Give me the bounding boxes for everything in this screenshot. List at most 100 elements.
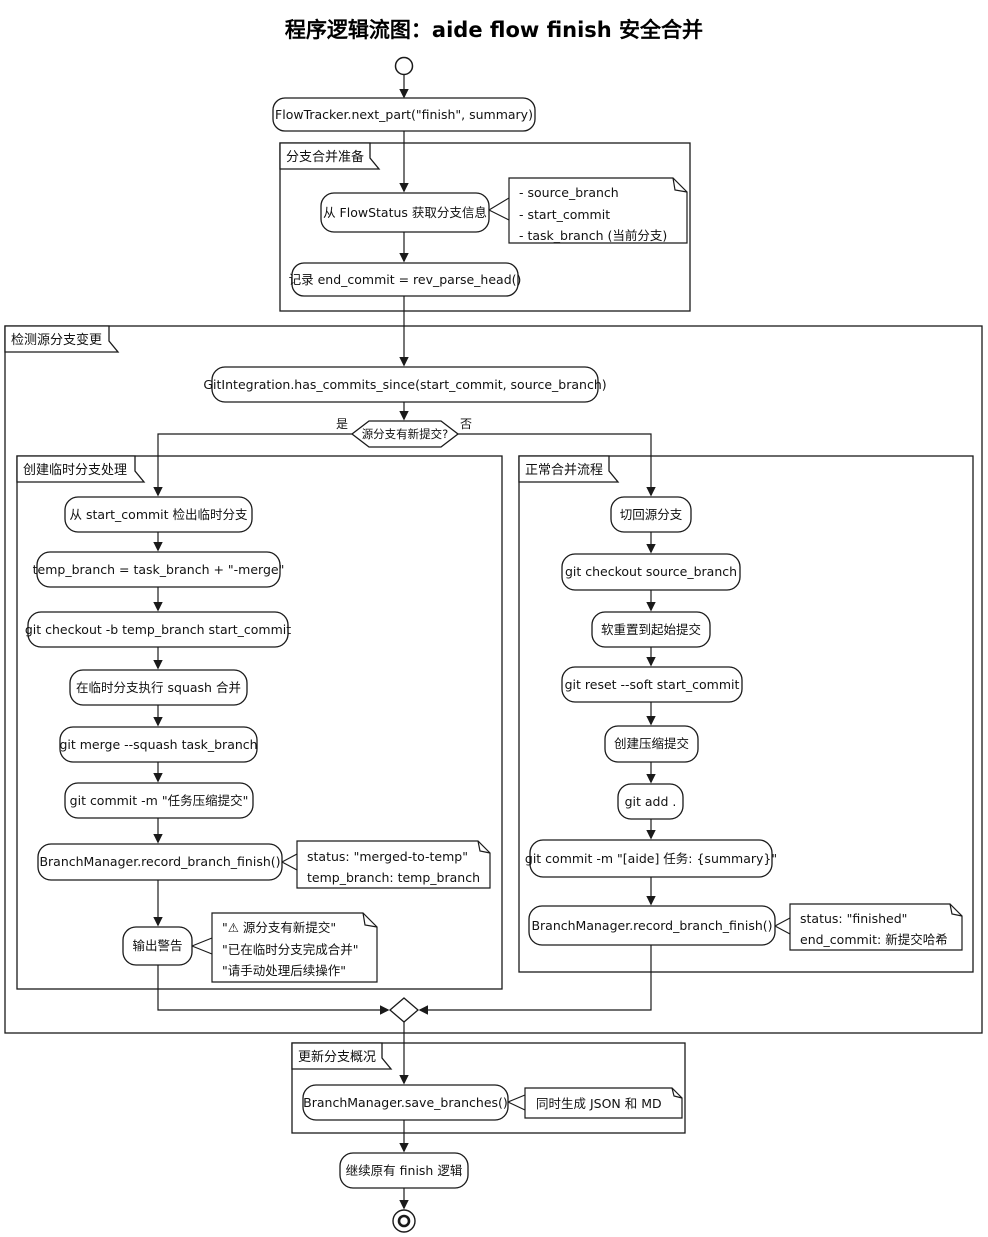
activity-shape-normal-1 [610, 496, 692, 533]
activity-shape-normal-3 [591, 611, 711, 648]
activity-temp-git-commit: git commit -m "任务压缩提交" [69, 792, 249, 808]
activity-shape-normal-8 [528, 905, 776, 946]
guard-yes: 是 [336, 417, 349, 431]
activity-getinfo: 从 FlowStatus 获取分支信息 [323, 204, 487, 220]
activity-normal-soft-reset: 软重置到起始提交 [600, 621, 701, 637]
activity-temp-checkout: 从 start_commit 检出临时分支 [69, 506, 248, 522]
note-save: 同时生成 JSON 和 MD [536, 1093, 676, 1114]
activity-normal-git-commit: git commit -m "[aide] 任务: {summary}" [524, 850, 778, 866]
note-finished-line: end_commit: 新提交哈希 [800, 932, 948, 947]
partition-detect-tab [4, 325, 120, 353]
note-fold-info [672, 177, 688, 193]
note-info-line: - start_commit [519, 206, 611, 222]
activity-shape-save [302, 1084, 509, 1121]
merge-diamond-icon [389, 997, 419, 1023]
decision-hexagon [350, 420, 460, 448]
partition-temp-label: 创建临时分支处理 [23, 463, 128, 478]
activity-save: BranchManager.save_branches() [303, 1094, 508, 1110]
activity-shape-temp-5 [59, 726, 258, 763]
note-warning: "⚠ 源分支有新提交" "已在临时分支完成合并" "请手动处理后续操作" [222, 917, 370, 982]
page-title: 程序逻辑流图：aide flow finish 安全合并 [284, 18, 704, 42]
activity-temp-name: temp_branch = task_branch + "-merge" [32, 561, 285, 577]
guard-no: 否 [460, 417, 473, 431]
start-circle [394, 56, 414, 76]
activity-normal-git-add: git add . [624, 793, 677, 809]
activity-shape-warn [122, 926, 193, 966]
note-shape-info [508, 177, 688, 244]
edge-decision-no [458, 433, 656, 497]
activity-shape-normal-2 [561, 553, 741, 591]
activity-shape-normal-6 [617, 783, 684, 820]
activity-shape-record-end [291, 262, 519, 297]
activity-normal-back: 切回源分支 [619, 506, 683, 522]
note-warning-line: "⚠ 源分支有新提交" [222, 920, 337, 935]
activity-normal-record-finish: BranchManager.record_branch_finish() [531, 917, 773, 933]
edge-normal-to-merge [418, 945, 652, 1015]
note-fold-finished [949, 903, 963, 917]
partition-detect-label: 检测源分支变更 [11, 333, 103, 348]
edge-decision-yes [153, 433, 352, 497]
note-info-line: - source_branch [519, 185, 619, 200]
partition-normal-tab [518, 455, 620, 483]
activity-temp-squash: 在临时分支执行 squash 合并 [76, 679, 241, 695]
note-connector-save [507, 1094, 526, 1111]
partition-normal-border [518, 455, 974, 973]
activity-normal-git-reset: git reset --soft start_commit [564, 676, 740, 692]
note-finished: status: "finished" end_commit: 新提交哈希 [800, 908, 955, 950]
partition-update-label: 更新分支概况 [298, 1050, 377, 1065]
partition-prepare-border [279, 142, 691, 312]
activity-shape-temp-6 [64, 782, 254, 819]
activity-warn: 输出警告 [132, 938, 183, 954]
note-info-line: - task_branch (当前分支) [519, 228, 668, 243]
note-merged-temp-line: temp_branch: temp_branch [307, 870, 480, 885]
partition-update-border [291, 1042, 686, 1134]
note-shape-finished [789, 903, 963, 951]
note-save-line: 同时生成 JSON 和 MD [536, 1096, 662, 1111]
note-fold-merged-temp [477, 840, 491, 854]
note-connector-merged-temp [281, 853, 298, 871]
activity-shape-normal-5 [604, 725, 699, 763]
activity-shape-normal-7 [529, 839, 773, 878]
note-connector-warning [191, 937, 213, 955]
activity-temp-git-merge: git merge --squash task_branch [59, 736, 258, 752]
activity-shape-temp-7 [37, 843, 283, 881]
activity-entry: FlowTracker.next_part("finish", summary) [275, 106, 533, 122]
activity-check: GitIntegration.has_commits_since(start_c… [203, 376, 607, 392]
activity-final: 继续原有 finish 逻辑 [345, 1162, 463, 1178]
note-info: - source_branch - start_commit - task_br… [519, 182, 681, 247]
note-connector-info [488, 197, 510, 221]
activity-normal-create-commit: 创建压缩提交 [613, 736, 689, 752]
end-circle-inner [397, 1214, 411, 1228]
note-merged-temp-line: status: "merged-to-temp" [307, 849, 468, 864]
note-shape-warning [211, 912, 378, 983]
edge-temp-to-merge [157, 965, 390, 1015]
note-warning-line: "请手动处理后续操作" [222, 963, 346, 978]
partition-normal-label: 正常合并流程 [525, 463, 604, 478]
activity-shape-getinfo [320, 192, 490, 233]
note-fold-save [671, 1087, 683, 1099]
note-merged-temp: status: "merged-to-temp" temp_branch: te… [307, 846, 487, 888]
partition-update-tab [291, 1042, 393, 1070]
note-finished-line: status: "finished" [800, 911, 908, 926]
activity-shape-temp-2 [36, 551, 281, 588]
activity-normal-git-checkout: git checkout source_branch [564, 564, 738, 580]
partition-detect-border [4, 325, 983, 1034]
decision-label: 源分支有新提交? [361, 426, 449, 441]
partition-temp-tab [16, 455, 146, 483]
activity-temp-git-checkout: git checkout -b temp_branch start_commit [24, 621, 292, 637]
activity-shape-final [339, 1152, 469, 1189]
activity-shape-temp-1 [64, 496, 253, 533]
note-warning-line: "已在临时分支完成合并" [222, 941, 359, 957]
note-shape-merged-temp [296, 840, 491, 889]
activity-shape-temp-4 [69, 669, 248, 706]
activity-shape-normal-4 [561, 666, 743, 703]
note-fold-warning [362, 912, 378, 928]
partition-prepare-tab [279, 142, 381, 170]
activity-shape-check [211, 366, 599, 403]
note-shape-save [524, 1087, 683, 1119]
partition-temp-border [16, 455, 503, 990]
note-connector-finished [774, 917, 791, 935]
partition-prepare-label: 分支合并准备 [286, 150, 365, 165]
